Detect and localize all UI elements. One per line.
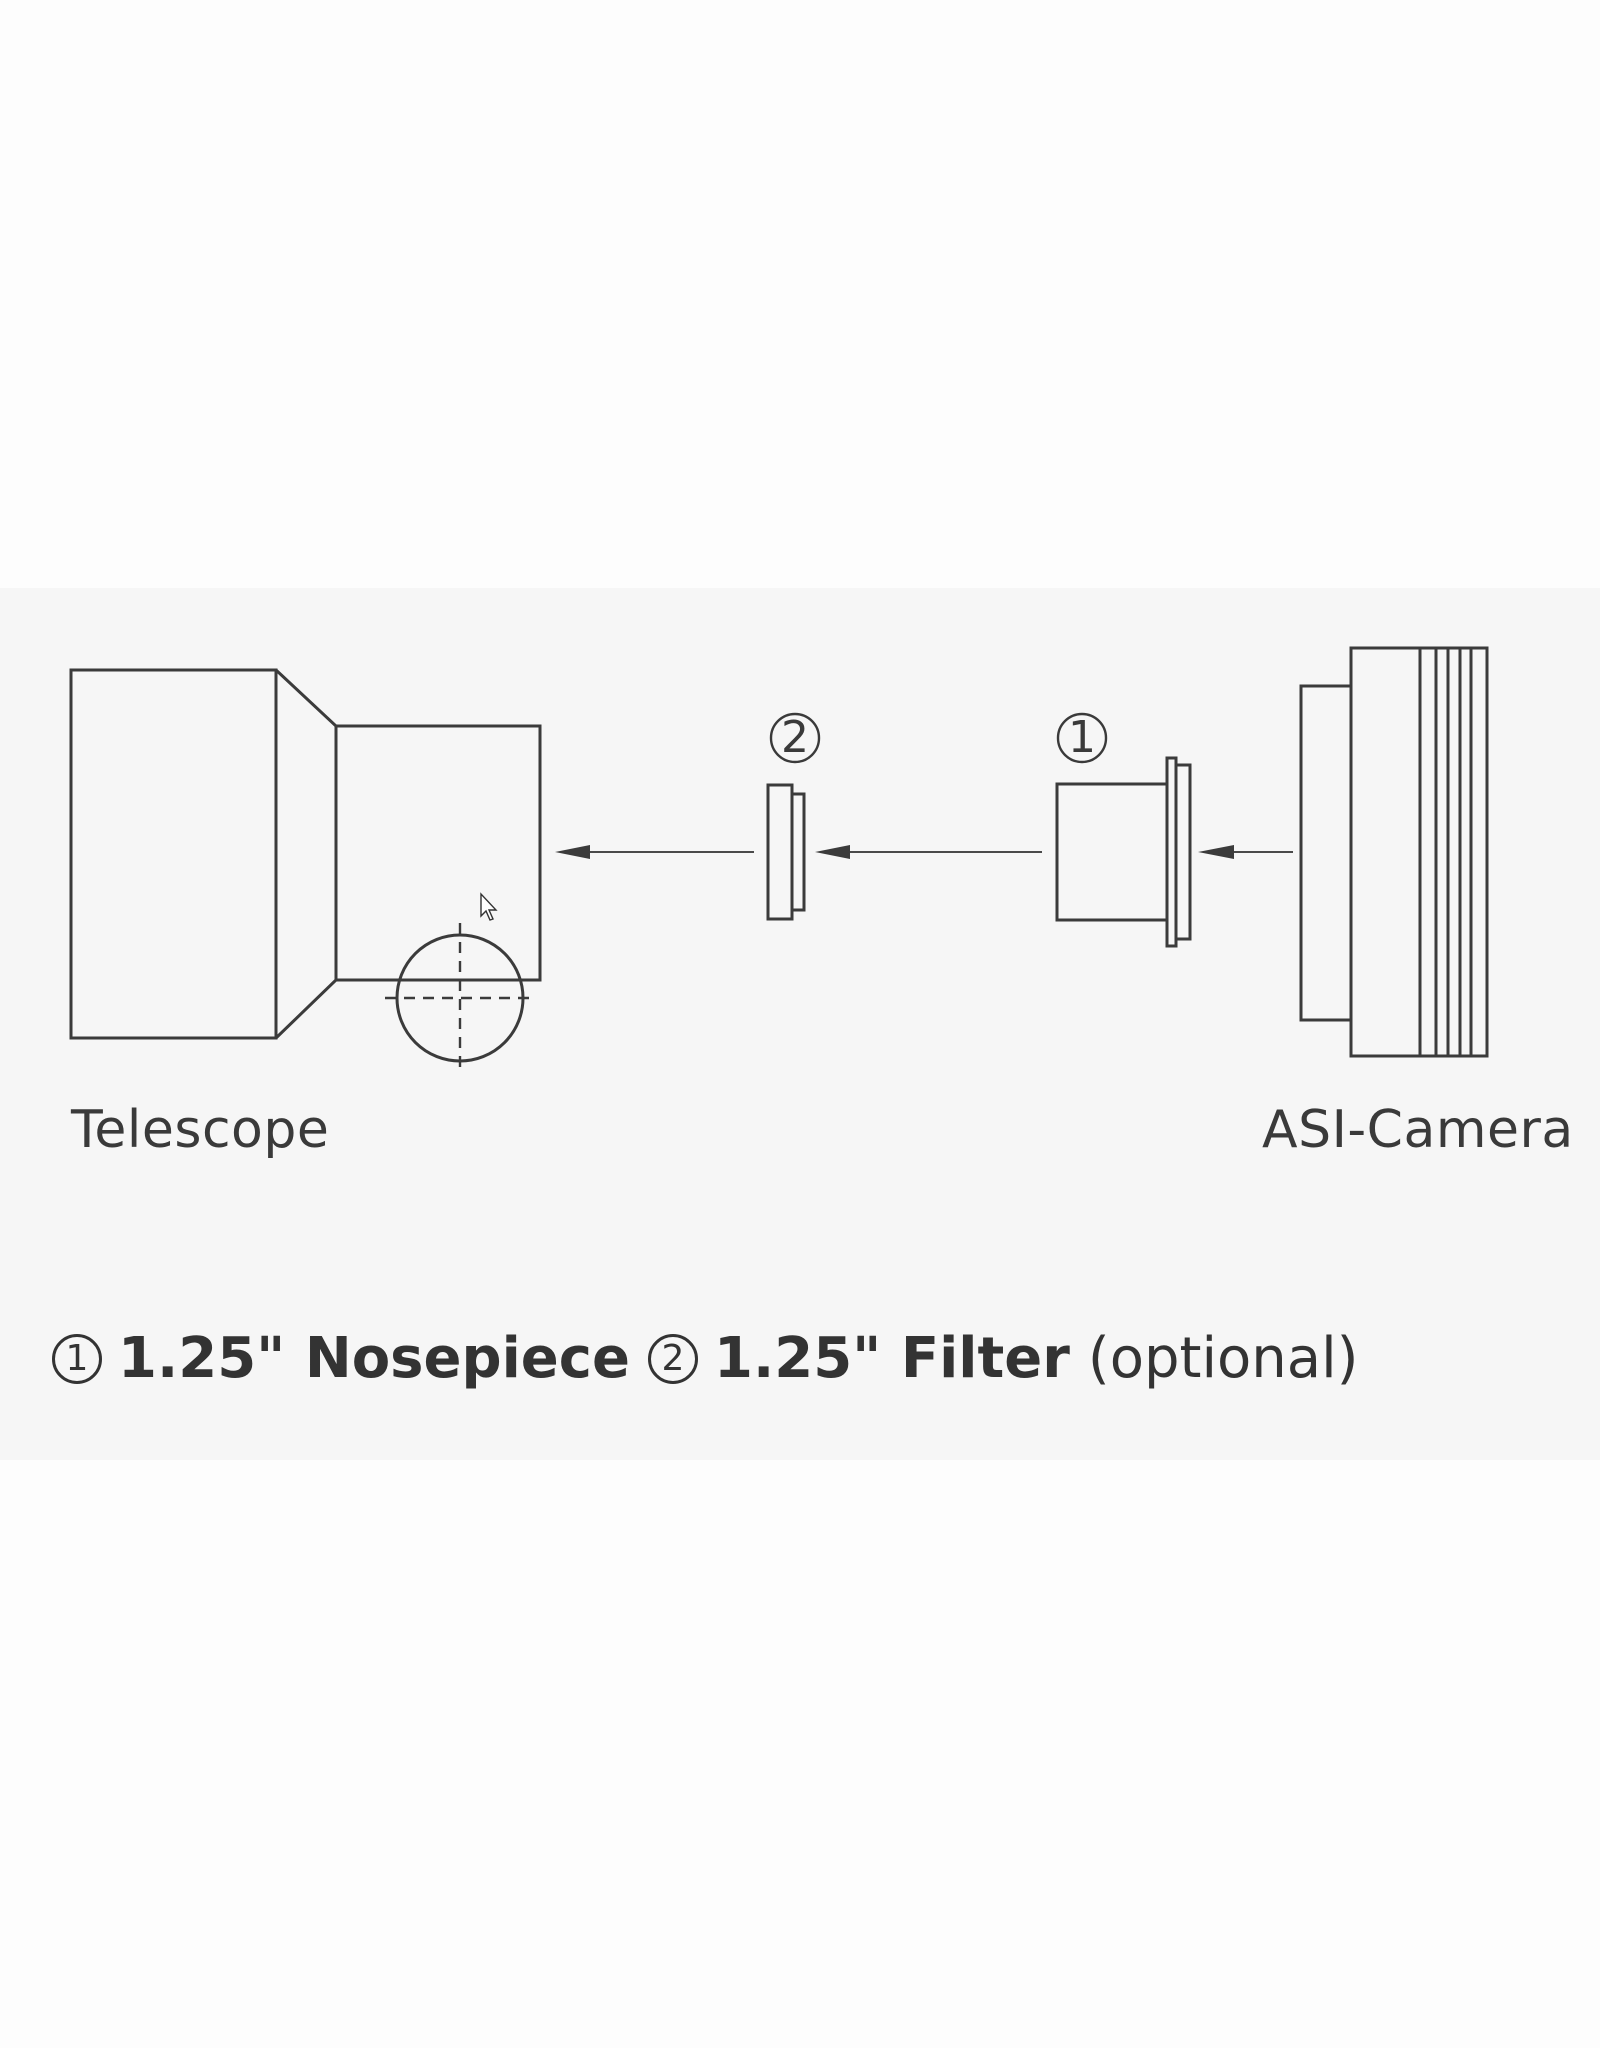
filter-marker-number: 2 — [781, 712, 809, 763]
camera-label: ASI-Camera — [1262, 1100, 1574, 1160]
diagram-panel: 2 1 Telescope ASI-Camera 1 1.25" Nosepie… — [0, 588, 1600, 1460]
legend-number-1: 1 — [52, 1333, 102, 1384]
legend-item-filter: 2 1.25" Filter (optional) — [648, 1326, 1359, 1391]
nosepiece-marker-number: 1 — [1068, 712, 1096, 763]
telescope-taper — [274, 668, 338, 1040]
nosepiece-drawing — [1055, 756, 1192, 948]
legend: 1 1.25" Nosepiece 2 1.25" Filter (option… — [52, 1326, 1552, 1396]
mouse-cursor-icon — [480, 892, 498, 921]
arrow-camera-to-nosepiece — [1198, 845, 1293, 859]
assembly-diagram: 2 1 — [69, 646, 1489, 1073]
telescope-focuser — [334, 724, 542, 982]
legend-note-optional: (optional) — [1087, 1326, 1359, 1391]
telescope-label: Telescope — [71, 1100, 330, 1160]
telescope-tube — [69, 668, 278, 1040]
legend-item-nosepiece: 1 1.25" Nosepiece — [52, 1326, 630, 1391]
asi-camera-drawing — [1299, 646, 1489, 1058]
arrow-nosepiece-to-filter — [815, 845, 1042, 859]
nosepiece-marker: 1 — [1056, 712, 1108, 764]
arrow-filter-to-telescope — [555, 845, 754, 859]
legend-text-nosepiece: 1.25" Nosepiece — [118, 1326, 630, 1391]
filter-drawing — [766, 783, 806, 921]
legend-number-2: 2 — [648, 1333, 698, 1384]
telescope-drawing — [69, 668, 542, 1073]
filter-marker: 2 — [769, 712, 821, 764]
legend-text-filter: 1.25" Filter — [714, 1326, 1070, 1391]
